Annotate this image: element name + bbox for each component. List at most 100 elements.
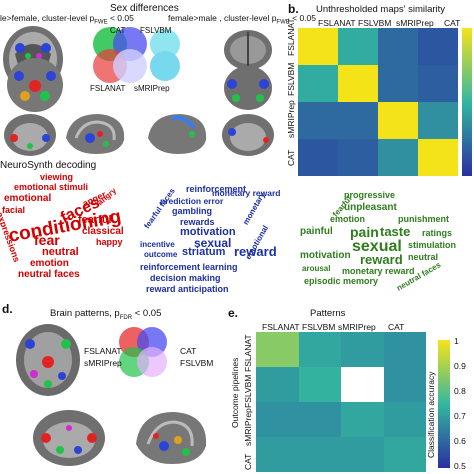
word: taste bbox=[380, 224, 411, 239]
heatmap-cell bbox=[298, 402, 341, 437]
row-label: FSLVBM bbox=[243, 374, 253, 408]
heatmap-cell bbox=[338, 28, 378, 65]
wordcloud-red: viewing emotional stimuli emotional ange… bbox=[0, 172, 135, 282]
heatmap-cell bbox=[378, 102, 418, 139]
colorbar-tick: 0.5 bbox=[454, 461, 466, 471]
wordcloud-green: fearful progressive unpleasant emotion p… bbox=[300, 184, 474, 294]
sex-diff-title: Sex differences bbox=[110, 3, 179, 14]
row-label: FSLANAT bbox=[243, 334, 253, 372]
col-label: FSLANAT bbox=[262, 322, 300, 332]
colorbar-tick: 0.9 bbox=[454, 361, 466, 371]
venn-label-fslanat: FSLANAT bbox=[90, 84, 126, 93]
venn-d-label-fslvbm: FSLVBM bbox=[180, 358, 214, 368]
similarity-heatmap bbox=[298, 28, 458, 176]
heatmap-cell bbox=[256, 402, 299, 437]
word: monetary reward bbox=[342, 266, 415, 276]
brain-sagittal-1 bbox=[66, 114, 125, 154]
col-label: CAT bbox=[444, 18, 461, 28]
word: episodic memory bbox=[304, 276, 379, 286]
word: motivation bbox=[180, 226, 236, 238]
heatmap-cell bbox=[298, 28, 338, 65]
panel-e-colorbar bbox=[438, 340, 450, 468]
word: reward bbox=[360, 252, 403, 267]
male-female-caption: le>female, cluster-level pFWE < 0.05 bbox=[0, 13, 134, 26]
word: motivation bbox=[300, 250, 351, 261]
heatmap-cell bbox=[341, 332, 384, 367]
venn-d-label-cat: CAT bbox=[180, 346, 197, 356]
brain-axial-d1 bbox=[16, 324, 80, 396]
heatmap-cell bbox=[338, 102, 378, 139]
word: prediction error bbox=[160, 196, 224, 206]
word: incentive bbox=[140, 240, 175, 249]
venn-label-cat: CAT bbox=[110, 26, 126, 35]
colorbar-label: Classification accuracy bbox=[426, 371, 436, 458]
heatmap-cell bbox=[338, 139, 378, 176]
brain-sagittal-2 bbox=[148, 114, 207, 154]
colorbar-tick: 1 bbox=[454, 336, 459, 346]
heatmap-cell bbox=[338, 65, 378, 102]
word: facial bbox=[2, 205, 26, 215]
col-label: sMRIPrep bbox=[396, 18, 434, 28]
col-label: sMRIPrep bbox=[338, 322, 376, 332]
heatmap-cell bbox=[256, 367, 299, 402]
heatmap-cell bbox=[341, 367, 384, 402]
panel-e-top-label: Patterns bbox=[310, 308, 346, 319]
venn-diagram-top bbox=[93, 27, 180, 83]
panel-e-letter: e. bbox=[228, 306, 239, 320]
word: emotion bbox=[30, 258, 69, 269]
colorbar-tick: 0.7 bbox=[454, 411, 466, 421]
word: decision making bbox=[150, 273, 221, 283]
row-label: FSLVBM bbox=[286, 62, 296, 96]
heatmap-cell bbox=[298, 437, 341, 472]
word: ratings bbox=[422, 228, 453, 238]
word: reward anticipation bbox=[146, 284, 229, 294]
word: outcome bbox=[144, 250, 178, 259]
panel-b-letter: b. bbox=[288, 2, 299, 16]
word: neutral bbox=[408, 252, 439, 262]
heatmap-cell bbox=[378, 28, 418, 65]
brain-axial-4 bbox=[224, 66, 272, 110]
word: monetary reward bbox=[212, 188, 281, 198]
heatmap-cell bbox=[378, 139, 418, 176]
panel-e-ylabel: Outcome pipelines bbox=[230, 357, 240, 428]
panel-b-colorbar bbox=[462, 28, 472, 176]
col-label: CAT bbox=[388, 322, 405, 332]
heatmap-cell bbox=[298, 139, 338, 176]
word: fearful bbox=[78, 214, 112, 226]
brain-axial-3 bbox=[224, 30, 272, 70]
word: sexual bbox=[194, 236, 232, 250]
colorbar-tick: 0.6 bbox=[454, 436, 466, 446]
brain-sagittal-d bbox=[136, 412, 207, 464]
heatmap-cell bbox=[256, 332, 299, 367]
word: neutral faces bbox=[18, 269, 80, 280]
heatmap-cell bbox=[256, 437, 299, 472]
word: sexual bbox=[352, 238, 402, 255]
word: unpleasant bbox=[344, 202, 397, 213]
wordcloud-blue: reinforcement fearful faces prediction e… bbox=[140, 184, 300, 294]
brain-coronal-2 bbox=[222, 114, 274, 156]
word: classical bbox=[82, 226, 124, 237]
word: stimulation bbox=[408, 240, 457, 250]
row-label: FSLANAT bbox=[286, 18, 296, 56]
row-label: sMRIPrep bbox=[286, 100, 296, 138]
word: pain bbox=[350, 224, 379, 240]
word: emotional stimuli bbox=[14, 182, 89, 192]
word: emotion bbox=[330, 214, 365, 224]
panel-d-letter: d. bbox=[2, 302, 13, 316]
brain-coronal-1 bbox=[4, 114, 56, 156]
heatmap-cell bbox=[298, 102, 338, 139]
heatmap-cell bbox=[418, 139, 458, 176]
word: reinforcement learning bbox=[140, 262, 238, 272]
venn-d-label-smriprep: sMRIPrep bbox=[84, 358, 122, 368]
panel-b-title: Unthresholded maps' similarity bbox=[316, 4, 446, 15]
heatmap-cell bbox=[383, 367, 426, 402]
heatmap-cell bbox=[383, 437, 426, 472]
row-label: sMRIPrep bbox=[243, 408, 253, 446]
row-label: CAT bbox=[243, 453, 253, 470]
col-label: FSLANAT bbox=[318, 18, 356, 28]
venn-d-label-fslanat: FSLANAT bbox=[84, 346, 122, 356]
heatmap-cell bbox=[383, 332, 426, 367]
word: happy bbox=[96, 237, 123, 247]
female-male-caption: female>male , cluster-level pFWE < 0.05 bbox=[168, 13, 316, 26]
word: punishment bbox=[398, 214, 449, 224]
